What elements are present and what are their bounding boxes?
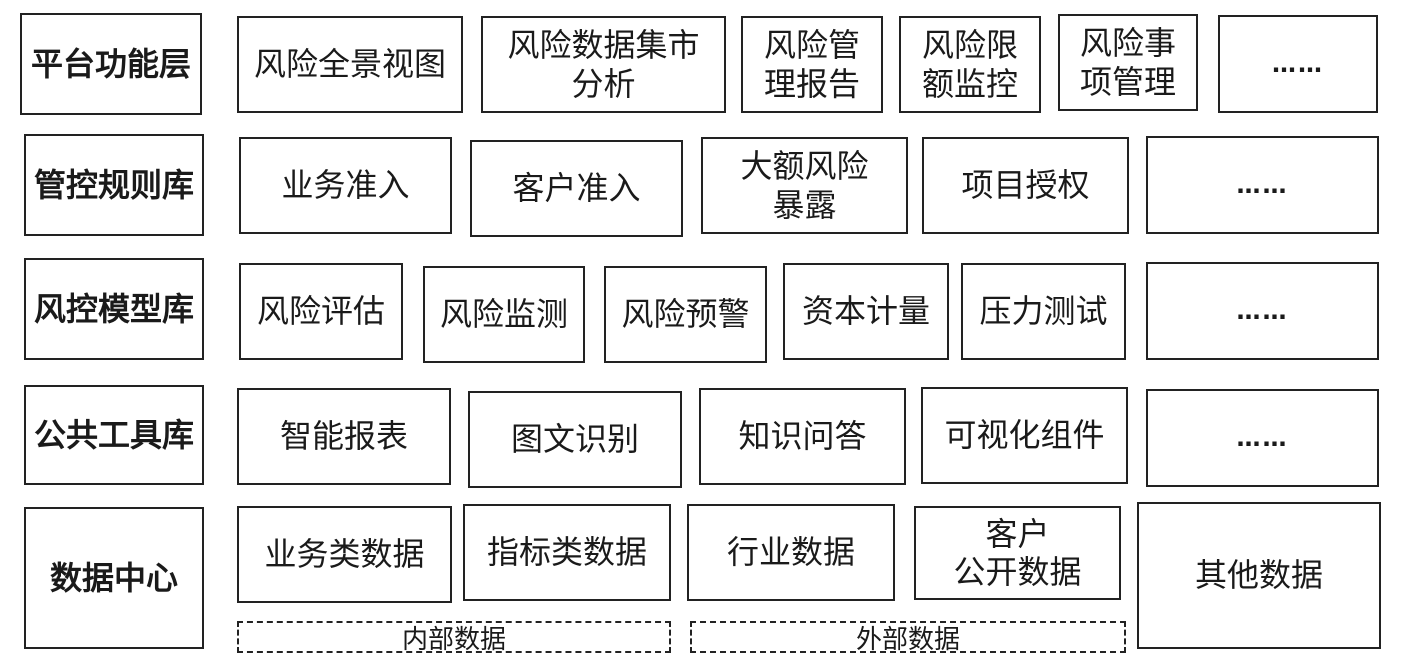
item-more-risk-models: …… xyxy=(1146,262,1379,360)
layer-label-data-center: 数据中心 xyxy=(24,507,204,649)
layer-label-platform: 平台功能层 xyxy=(20,13,202,115)
item-risk-limit-monitor: 风险限 额监控 xyxy=(899,16,1041,113)
item-risk-data-mart: 风险数据集市 分析 xyxy=(481,16,726,113)
item-business-access: 业务准入 xyxy=(239,137,452,234)
item-large-exposure: 大额风险 暴露 xyxy=(701,137,908,234)
group-internal-data: 内部数据 xyxy=(237,621,671,655)
item-more-public-tools: …… xyxy=(1146,389,1379,487)
item-risk-panorama: 风险全景视图 xyxy=(237,16,463,113)
item-industry-data: 行业数据 xyxy=(687,504,895,601)
layer-label-public-tools: 公共工具库 xyxy=(24,385,204,485)
layer-label-control-rules: 管控规则库 xyxy=(24,134,204,236)
item-risk-assessment: 风险评估 xyxy=(239,263,403,360)
item-capital-measurement: 资本计量 xyxy=(783,263,949,360)
item-visualization-components: 可视化组件 xyxy=(921,387,1128,484)
item-risk-warning: 风险预警 xyxy=(604,266,767,363)
item-more-control-rules: …… xyxy=(1146,136,1379,234)
item-risk-mgmt-report: 风险管 理报告 xyxy=(741,16,883,113)
item-stress-test: 压力测试 xyxy=(961,263,1126,360)
item-customer-access: 客户准入 xyxy=(470,140,683,237)
item-more-platform: …… xyxy=(1218,15,1378,113)
item-customer-public-data: 客户 公开数据 xyxy=(914,506,1121,600)
item-risk-event-mgmt: 风险事 项管理 xyxy=(1058,14,1198,111)
layer-label-risk-models: 风控模型库 xyxy=(24,258,204,360)
item-other-data: 其他数据 xyxy=(1137,502,1381,649)
item-image-text-recognition: 图文识别 xyxy=(468,391,682,488)
item-knowledge-qa: 知识问答 xyxy=(699,388,906,485)
item-risk-monitoring: 风险监测 xyxy=(423,266,585,363)
item-project-authorization: 项目授权 xyxy=(922,137,1129,234)
group-external-data: 外部数据 xyxy=(690,621,1126,655)
item-business-data: 业务类数据 xyxy=(237,506,452,603)
item-smart-report: 智能报表 xyxy=(237,388,451,485)
item-indicator-data: 指标类数据 xyxy=(463,504,671,601)
